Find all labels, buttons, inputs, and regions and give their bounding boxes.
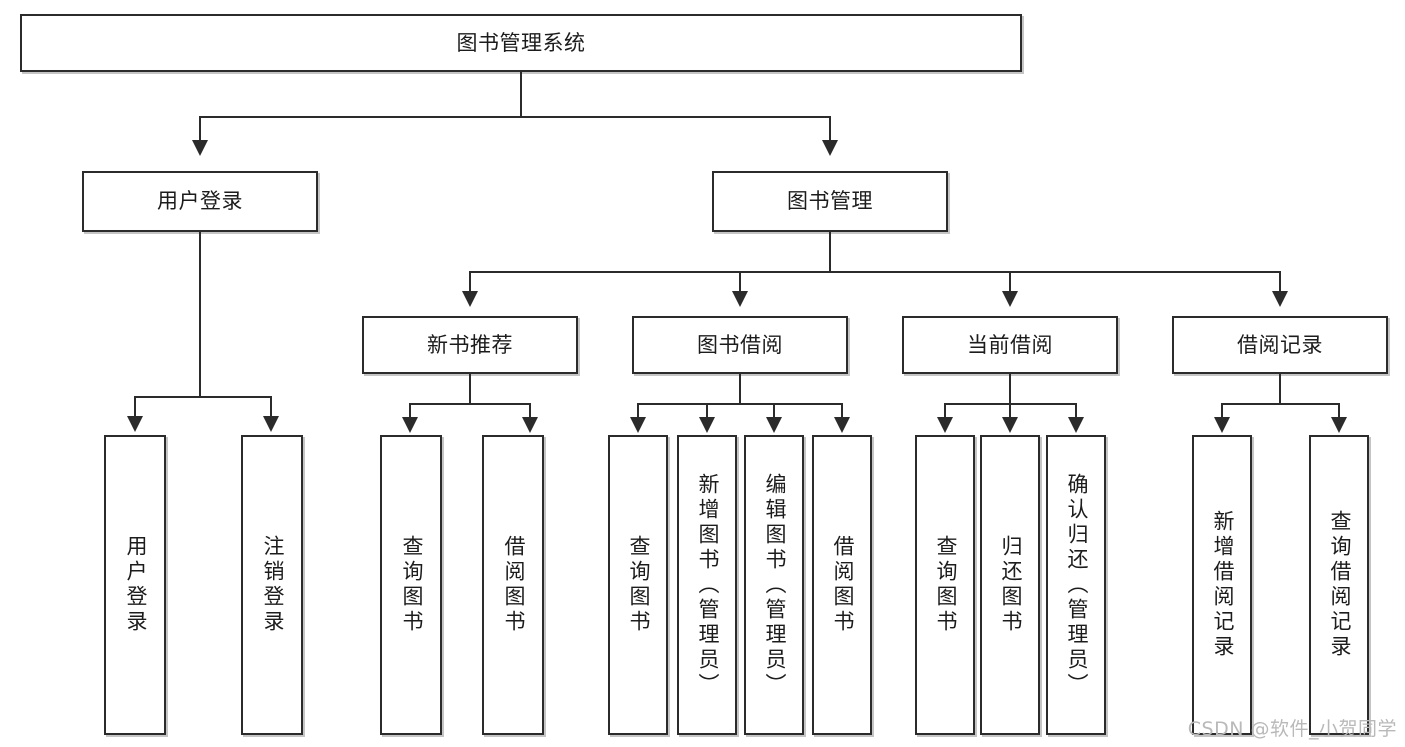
leaf-query-book-1[interactable]: 查询图书	[380, 435, 442, 735]
arrowhead-borrow-record	[1272, 291, 1288, 307]
arrowhead-br-leaf1	[1214, 417, 1230, 433]
connector-bb-bus	[637, 403, 843, 405]
arrowhead-nbr-leaf2	[522, 417, 538, 433]
connector-to-new-book-recommend	[469, 271, 471, 293]
connector-user-login-left	[134, 396, 136, 418]
connector-bb-stem	[739, 374, 741, 404]
arrowhead-book-borrow	[732, 291, 748, 307]
leaf-query-book-3-label: 查询图书	[933, 535, 958, 635]
node-current-borrow-label: 当前借阅	[967, 332, 1053, 357]
arrowhead-bb-leaf2	[699, 417, 715, 433]
leaf-query-book-2-label: 查询图书	[626, 535, 651, 635]
node-new-book-recommend[interactable]: 新书推荐	[362, 316, 578, 374]
node-book-borrow-label: 图书借阅	[697, 332, 783, 357]
connector-cb-leaf2	[1009, 403, 1011, 419]
connector-bb-leaf3	[773, 403, 775, 419]
connector-nbr-leaf2	[529, 403, 531, 419]
leaf-user-login[interactable]: 用户登录	[104, 435, 166, 735]
leaf-add-record-label: 新增借阅记录	[1210, 510, 1235, 660]
leaf-user-login-label: 用户登录	[123, 535, 148, 635]
connector-cb-stem	[1009, 374, 1011, 404]
leaf-query-record-label: 查询借阅记录	[1327, 510, 1352, 660]
connector-br-leaf2	[1338, 403, 1340, 419]
connector-user-login-right	[270, 396, 272, 418]
connector-br-stem	[1279, 374, 1281, 404]
connector-root-to-book-manage	[829, 116, 831, 142]
node-book-manage[interactable]: 图书管理	[712, 171, 948, 232]
connector-bb-leaf2	[706, 403, 708, 419]
node-root[interactable]: 图书管理系统	[20, 14, 1022, 72]
connector-root-to-user-login	[199, 116, 201, 142]
leaf-edit-book[interactable]: 编辑图书（管理员）	[744, 435, 804, 735]
arrowhead-cb-leaf1	[937, 417, 953, 433]
leaf-query-book-3[interactable]: 查询图书	[915, 435, 975, 735]
leaf-borrow-book-2-label: 借阅图书	[830, 535, 855, 635]
arrowhead-bb-leaf1	[630, 417, 646, 433]
connector-cb-leaf3	[1075, 403, 1077, 419]
arrowhead-cb-leaf2	[1002, 417, 1018, 433]
leaf-query-book-1-label: 查询图书	[399, 535, 424, 635]
leaf-edit-book-label: 编辑图书（管理员）	[762, 472, 787, 698]
arrowhead-bb-leaf3	[766, 417, 782, 433]
leaf-confirm-return-label: 确认归还（管理员）	[1064, 472, 1089, 698]
connector-user-login-bus	[134, 396, 271, 398]
connector-to-current-borrow	[1009, 271, 1011, 293]
node-borrow-record-label: 借阅记录	[1237, 332, 1323, 357]
node-root-label: 图书管理系统	[456, 30, 586, 55]
node-borrow-record[interactable]: 借阅记录	[1172, 316, 1388, 374]
leaf-return-book-label: 归还图书	[998, 535, 1023, 635]
connector-bb-leaf1	[637, 403, 639, 419]
connector-nbr-bus	[409, 403, 531, 405]
node-current-borrow[interactable]: 当前借阅	[902, 316, 1118, 374]
connector-nbr-leaf1	[409, 403, 411, 419]
leaf-add-book[interactable]: 新增图书（管理员）	[677, 435, 737, 735]
connector-book-manage-stem	[829, 232, 831, 272]
arrowhead-new-book-recommend	[462, 291, 478, 307]
leaf-user-logout-label: 注销登录	[260, 535, 285, 635]
node-user-login[interactable]: 用户登录	[82, 171, 318, 232]
leaf-add-book-label: 新增图书（管理员）	[695, 472, 720, 698]
connector-br-bus	[1221, 403, 1340, 405]
leaf-return-book[interactable]: 归还图书	[980, 435, 1040, 735]
arrowhead-cb-leaf3	[1068, 417, 1084, 433]
arrowhead-bb-leaf4	[834, 417, 850, 433]
arrowhead-br-leaf2	[1331, 417, 1347, 433]
node-book-borrow[interactable]: 图书借阅	[632, 316, 848, 374]
connector-root-stem	[520, 72, 522, 116]
connector-nbr-stem	[469, 374, 471, 404]
arrowhead-user-login	[192, 140, 208, 156]
node-book-manage-label: 图书管理	[787, 189, 873, 214]
leaf-borrow-book-2[interactable]: 借阅图书	[812, 435, 872, 735]
leaf-borrow-book-1[interactable]: 借阅图书	[482, 435, 544, 735]
leaf-query-record[interactable]: 查询借阅记录	[1309, 435, 1369, 735]
node-user-login-label: 用户登录	[157, 189, 243, 214]
leaf-confirm-return[interactable]: 确认归还（管理员）	[1046, 435, 1106, 735]
arrowhead-nbr-leaf1	[402, 417, 418, 433]
arrowhead-leaf-user-login	[127, 416, 143, 432]
connector-br-leaf1	[1221, 403, 1223, 419]
node-new-book-recommend-label: 新书推荐	[427, 332, 513, 357]
connector-to-borrow-record	[1279, 271, 1281, 293]
leaf-user-logout[interactable]: 注销登录	[241, 435, 303, 735]
connector-root-bus	[199, 116, 831, 118]
leaf-borrow-book-1-label: 借阅图书	[501, 535, 526, 635]
leaf-query-book-2[interactable]: 查询图书	[608, 435, 668, 735]
arrowhead-current-borrow	[1002, 291, 1018, 307]
connector-book-manage-bus	[469, 271, 1281, 273]
leaf-add-record[interactable]: 新增借阅记录	[1192, 435, 1252, 735]
connector-to-book-borrow	[739, 271, 741, 293]
connector-cb-leaf1	[944, 403, 946, 419]
arrowhead-book-manage	[822, 140, 838, 156]
arrowhead-leaf-user-logout	[263, 416, 279, 432]
connector-user-login-stem	[199, 232, 201, 397]
connector-bb-leaf4	[841, 403, 843, 419]
